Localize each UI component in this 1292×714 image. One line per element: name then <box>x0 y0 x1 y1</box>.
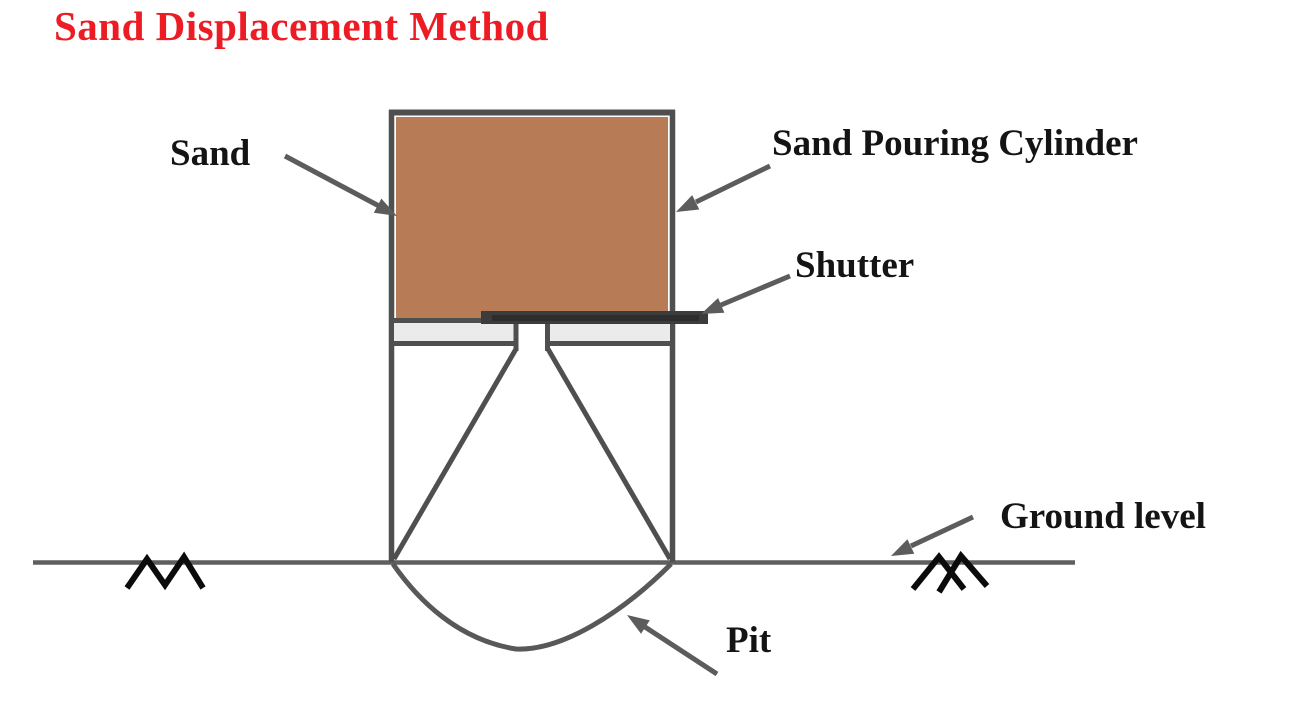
shutter-label: Shutter <box>795 245 915 286</box>
pit-curve <box>390 562 673 652</box>
ground-level-arrow <box>891 514 975 556</box>
shutter-bar-core <box>492 315 699 321</box>
ground-hatch-left-icon <box>124 551 206 591</box>
sand-fill <box>396 117 668 318</box>
cone-left-line <box>391 347 519 561</box>
page-title: Sand Displacement Method <box>54 3 549 49</box>
sand-pouring-cylinder-label: Sand Pouring Cylinder <box>772 123 1138 164</box>
cylinder-arrow <box>676 163 772 212</box>
shutter-arrow <box>701 273 791 314</box>
ground-hatch-right-icon <box>910 552 967 591</box>
sand-arrow <box>283 153 397 216</box>
orifice-gap <box>516 323 547 341</box>
sand-label: Sand <box>170 133 251 174</box>
ground-hatch-right-icon <box>936 550 990 594</box>
pit-arrow <box>627 615 719 677</box>
cone-right-line <box>545 347 673 561</box>
pit-label: Pit <box>726 620 772 661</box>
ground-level-label: Ground level <box>1000 496 1206 537</box>
